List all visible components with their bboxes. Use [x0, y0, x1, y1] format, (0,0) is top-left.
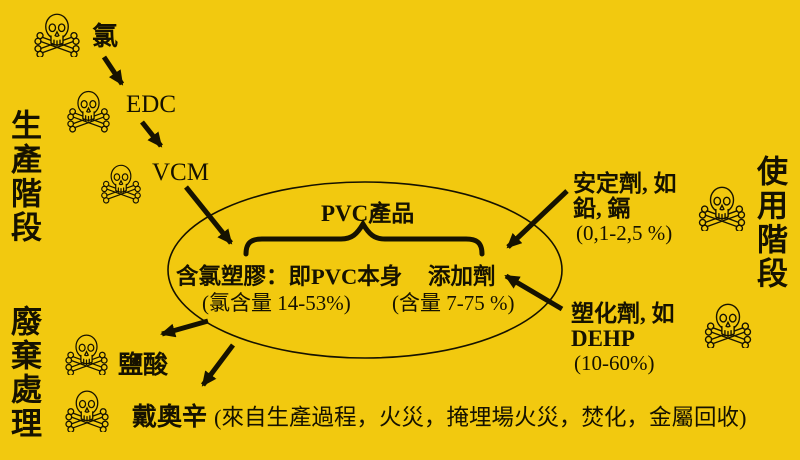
arrow-edc-to-vcm [140, 120, 163, 148]
arrow-ellipse-to-dioxin [201, 343, 235, 387]
waste-hcl: 鹽酸 [118, 352, 169, 379]
stage-label-production: 生產階段 [6, 109, 41, 245]
skull-crossbones-icon [100, 164, 142, 204]
pvc-product-brace [243, 219, 485, 257]
node-chlorine: 氯 [92, 22, 119, 51]
plasticizer-amount: (10-60%) [574, 351, 655, 375]
additives-label: 添加劑 [428, 264, 496, 289]
pvc-product-ellipse [167, 181, 563, 359]
plasticizer-block: 塑化劑, 如 DEHP (10-60%) [571, 301, 675, 376]
stabilizer-block: 安定劑, 如 鉛, 鎘 (0,1-2,5 %) [573, 171, 677, 246]
waste-dioxin-row: 戴奧辛 (來自生產過程，火災，掩埋場火災，焚化，金屬回收) [132, 397, 747, 433]
skull-crossbones-icon [703, 303, 753, 348]
stabilizer-amount: (0,1-2,5 %) [576, 221, 673, 245]
stage-label-use: 使用階段 [752, 155, 787, 291]
skull-crossbones-icon [33, 13, 81, 57]
skull-crossbones-icon [697, 186, 747, 231]
additives-content: (含量 7-75 %) [392, 291, 515, 315]
waste-dioxin-sources: (來自生產過程，火災，掩埋場火災，焚化，金屬回收) [214, 405, 747, 430]
stage-label-disposal: 廢棄處理 [6, 305, 41, 441]
arrow-stabilizer-to-additives [506, 189, 569, 249]
skull-crossbones-icon [64, 334, 109, 375]
polymer-label: 含氯塑膠：即PVC本身 [176, 264, 403, 289]
skull-crossbones-icon [64, 390, 110, 432]
node-edc: EDC [126, 91, 176, 118]
waste-dioxin: 戴奧辛 [132, 404, 208, 431]
skull-crossbones-icon [66, 90, 111, 133]
arrow-chlorine-to-edc [101, 55, 125, 86]
plasticizer-line1: 塑化劑, 如 [571, 301, 675, 326]
arrow-plasticizer-to-additives [504, 273, 564, 312]
polymer-content: (氯含量 14-53%) [202, 291, 351, 315]
plasticizer-line2: DEHP [571, 326, 635, 351]
arrow-vcm-to-polymer [184, 185, 233, 245]
stabilizer-line1: 安定劑, 如 [573, 171, 677, 196]
node-vcm: VCM [152, 159, 209, 186]
stabilizer-line2: 鉛, 鎘 [573, 196, 631, 221]
arrow-ellipse-to-hcl [160, 318, 209, 338]
pvc-product-title: PVC產品 [321, 201, 415, 226]
